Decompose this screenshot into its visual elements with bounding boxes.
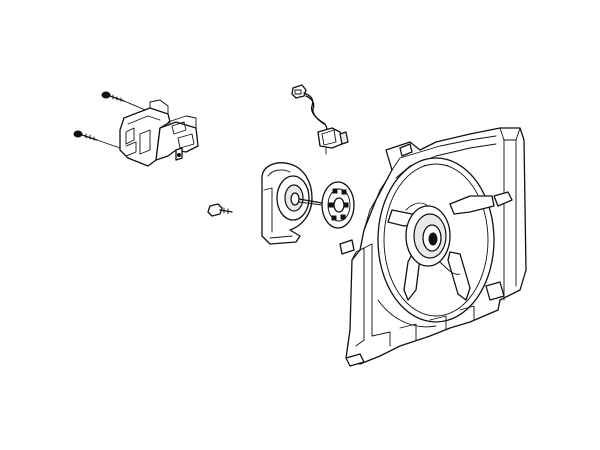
fan-motor-icon bbox=[261, 162, 323, 245]
resistor-bracket-icon bbox=[119, 99, 199, 167]
wiring-harness-connector-icon bbox=[291, 84, 349, 155]
motor-screw-icon bbox=[207, 203, 233, 217]
mounting-screw-upper-icon bbox=[101, 91, 151, 113]
mounting-screw-lower-icon bbox=[73, 130, 121, 149]
fan-shroud-icon bbox=[339, 127, 527, 367]
fan-blade-hub-icon bbox=[321, 181, 355, 229]
